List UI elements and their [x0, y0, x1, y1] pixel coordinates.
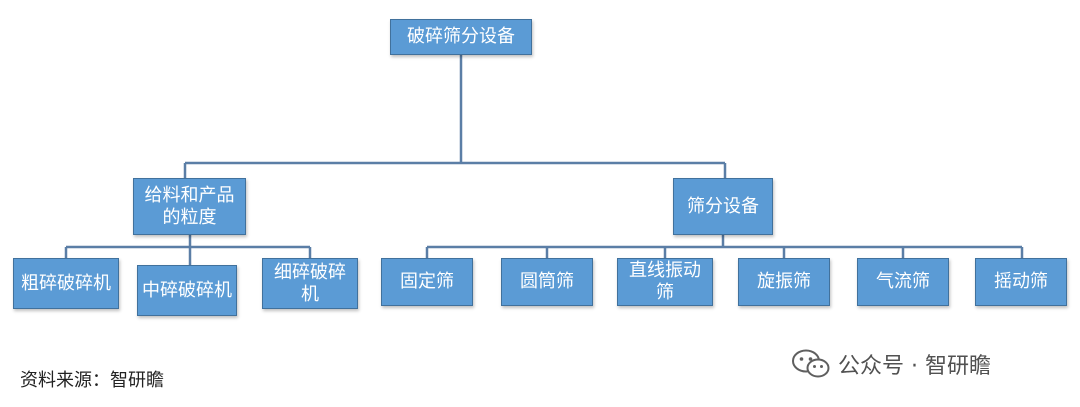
watermark: 公众号 · 智研瞻	[792, 348, 991, 380]
leaf-node-fixed-screen: 固定筛	[381, 258, 473, 306]
leaf-node-shaking-screen: 摇动筛	[975, 258, 1067, 306]
watermark-text: 公众号 · 智研瞻	[838, 354, 991, 379]
leaf-node-coarse-crusher: 粗碎破碎机	[13, 258, 119, 309]
leaf-node-medium-crusher: 中碎破碎机	[137, 265, 237, 316]
branch-node-feed-size: 给料和产品的粒度	[133, 178, 246, 235]
root-node: 破碎筛分设备	[390, 19, 532, 55]
leaf-node-fine-crusher: 细碎破碎机	[262, 258, 358, 309]
wechat-icon	[792, 349, 830, 379]
leaf-node-rotary-vibrating-screen: 旋振筛	[738, 258, 830, 306]
source-note: 资料来源：智研瞻	[20, 370, 164, 391]
leaf-node-airflow-screen: 气流筛	[857, 258, 949, 306]
leaf-node-drum-screen: 圆筒筛	[501, 258, 593, 306]
branch-node-screening: 筛分设备	[673, 178, 773, 235]
leaf-node-linear-vibrating-screen: 直线振动筛	[617, 258, 713, 306]
